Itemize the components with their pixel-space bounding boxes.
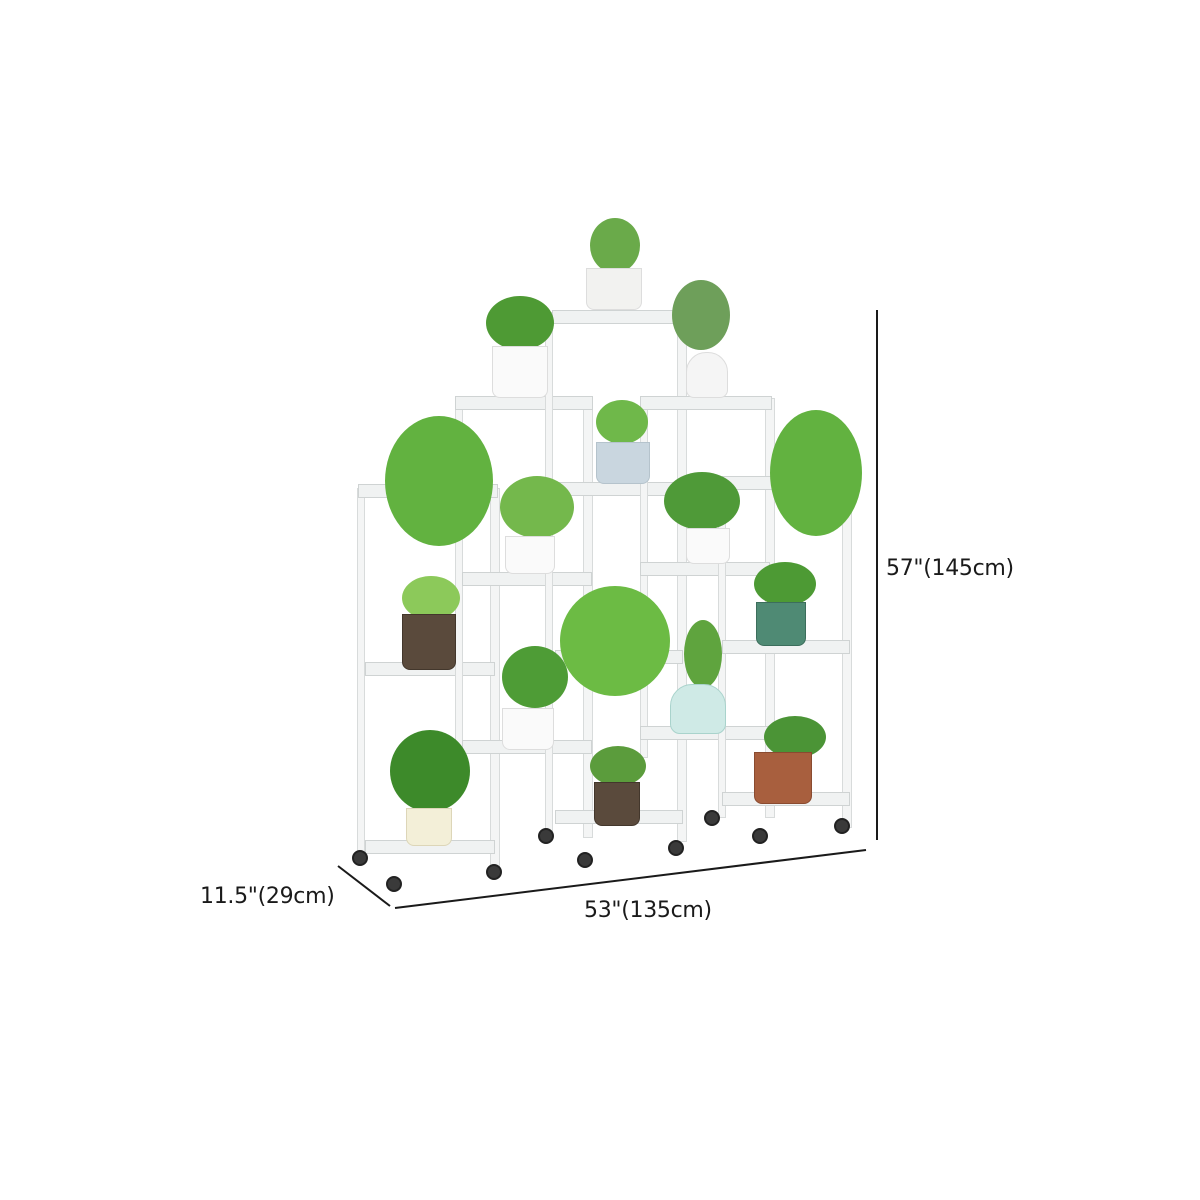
caster-wheel — [486, 864, 502, 880]
plant-pot — [756, 602, 806, 646]
plant-pot — [594, 782, 640, 826]
plant-foliage — [684, 620, 722, 688]
plant-foliage — [402, 576, 460, 620]
shelf — [555, 482, 683, 496]
plant-pot — [754, 752, 812, 804]
plant-foliage — [560, 586, 670, 696]
plant-foliage — [764, 716, 826, 758]
caster-wheel — [752, 828, 768, 844]
width-dimension-label: 53"(135cm) — [584, 898, 712, 923]
plant-pot — [406, 808, 452, 846]
plant-pot — [596, 442, 650, 484]
plant-foliage — [770, 410, 862, 536]
left-tower-post — [357, 488, 365, 858]
plant-foliage — [486, 296, 554, 350]
height-dimension-label: 57"(145cm) — [886, 556, 1014, 581]
caster-wheel — [386, 876, 402, 892]
plant-foliage — [672, 280, 730, 350]
plant-foliage — [596, 400, 648, 444]
left-tower-post — [490, 488, 500, 868]
plant-pot — [492, 346, 548, 398]
plant-pot — [502, 708, 554, 750]
plant-foliage — [590, 218, 640, 273]
depth-dimension-label: 11.5"(29cm) — [200, 884, 335, 909]
caster-wheel — [538, 828, 554, 844]
caster-wheel — [668, 840, 684, 856]
shelf — [552, 310, 682, 324]
plant-pot — [505, 536, 555, 574]
shelf — [640, 396, 772, 410]
plant-foliage — [385, 416, 493, 546]
plant-pot — [586, 268, 642, 310]
caster-wheel — [352, 850, 368, 866]
caster-wheel — [834, 818, 850, 834]
shelf — [455, 396, 593, 410]
shelf — [640, 562, 770, 576]
plant-foliage — [502, 646, 568, 708]
plant-pot — [402, 614, 456, 670]
plant-foliage — [590, 746, 646, 786]
plant-pot — [686, 528, 730, 564]
plant-foliage — [754, 562, 816, 606]
plant-foliage — [390, 730, 470, 812]
plant-pot — [686, 352, 728, 398]
caster-wheel — [577, 852, 593, 868]
plant-foliage — [664, 472, 740, 530]
caster-wheel — [704, 810, 720, 826]
plant-pot — [670, 684, 726, 734]
plant-foliage — [500, 476, 574, 538]
shelf — [462, 572, 592, 586]
